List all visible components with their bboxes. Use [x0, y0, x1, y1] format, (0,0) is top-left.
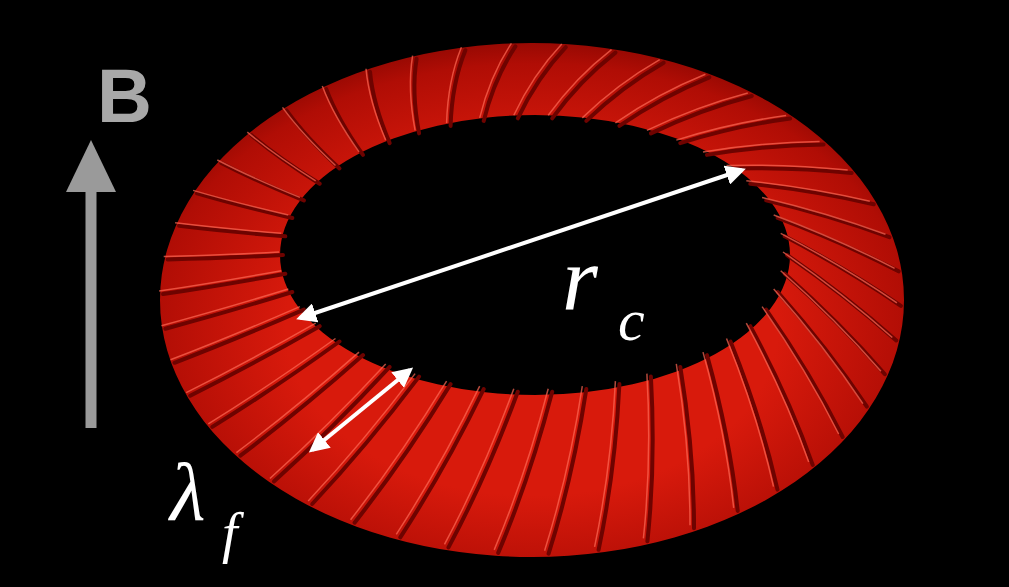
strand-groove	[549, 389, 587, 554]
strand-highlight	[494, 389, 548, 550]
strand-highlight	[217, 160, 300, 197]
strand-highlight	[480, 43, 512, 118]
strand-highlight	[193, 190, 288, 215]
strand-groove	[619, 77, 709, 126]
strand-highlight	[727, 339, 774, 487]
twist-strands	[159, 43, 901, 553]
strand-groove	[449, 392, 518, 548]
field-arrow-shaft	[86, 185, 97, 428]
strand-groove	[778, 218, 899, 271]
strand-groove	[552, 53, 615, 119]
diameter-arrow	[300, 170, 742, 318]
strand-highlight	[410, 56, 415, 131]
strand-highlight	[643, 374, 648, 539]
strand-highlight	[366, 69, 386, 140]
strand-highlight	[322, 86, 359, 152]
twisted-ring	[160, 43, 904, 557]
strand-groove	[179, 226, 285, 237]
strand-highlight	[447, 47, 462, 123]
strand-groove	[484, 46, 516, 121]
strand-highlight	[445, 389, 514, 545]
wavelength-arrow	[312, 370, 410, 450]
strand-groove	[163, 274, 285, 294]
field-arrow-head	[66, 140, 116, 192]
strand-highlight	[247, 132, 315, 181]
strand-highlight	[514, 44, 562, 115]
strand-groove	[680, 119, 790, 144]
strand-groove	[287, 110, 340, 168]
strand-highlight	[175, 223, 281, 234]
strand-groove	[197, 193, 292, 218]
wavelength-symbol: λ	[170, 452, 206, 534]
strand-highlight	[236, 352, 359, 453]
radius-subscript: c	[618, 290, 645, 350]
strand-highlight	[746, 323, 808, 462]
strand-groove	[326, 89, 363, 155]
strand-groove	[212, 342, 339, 427]
strand-highlight	[595, 381, 616, 547]
strand-highlight	[283, 107, 336, 165]
strand-groove	[165, 292, 292, 329]
strand-groove	[175, 310, 304, 363]
strand-highlight	[161, 289, 288, 326]
strand-highlight	[676, 116, 786, 141]
strand-highlight	[308, 374, 415, 501]
strand-groove	[414, 59, 419, 134]
strand-highlight	[171, 307, 300, 360]
strand-highlight	[781, 233, 897, 303]
strand-highlight	[676, 364, 690, 525]
strand-groove	[498, 392, 552, 553]
strand-groove	[586, 63, 663, 121]
strand-highlight	[396, 386, 479, 534]
wavelength-subscript: f	[222, 505, 238, 561]
strand-groove	[599, 384, 620, 550]
strand-groove	[451, 50, 466, 126]
strand-highlight	[703, 141, 820, 152]
strand-highlight	[545, 386, 583, 551]
strand-highlight	[703, 352, 734, 508]
radius-symbol: r	[562, 232, 598, 324]
field-symbol: B	[97, 58, 152, 134]
strand-groove	[400, 389, 483, 537]
strand-groove	[785, 236, 901, 306]
strand-highlight	[727, 165, 848, 170]
strand-highlight	[164, 252, 279, 257]
strand-groove	[312, 377, 419, 504]
strand-highlight	[159, 271, 281, 291]
strand-highlight	[762, 197, 885, 234]
strand-highlight	[774, 289, 863, 404]
strand-groove	[707, 144, 824, 155]
strand-groove	[190, 326, 320, 396]
